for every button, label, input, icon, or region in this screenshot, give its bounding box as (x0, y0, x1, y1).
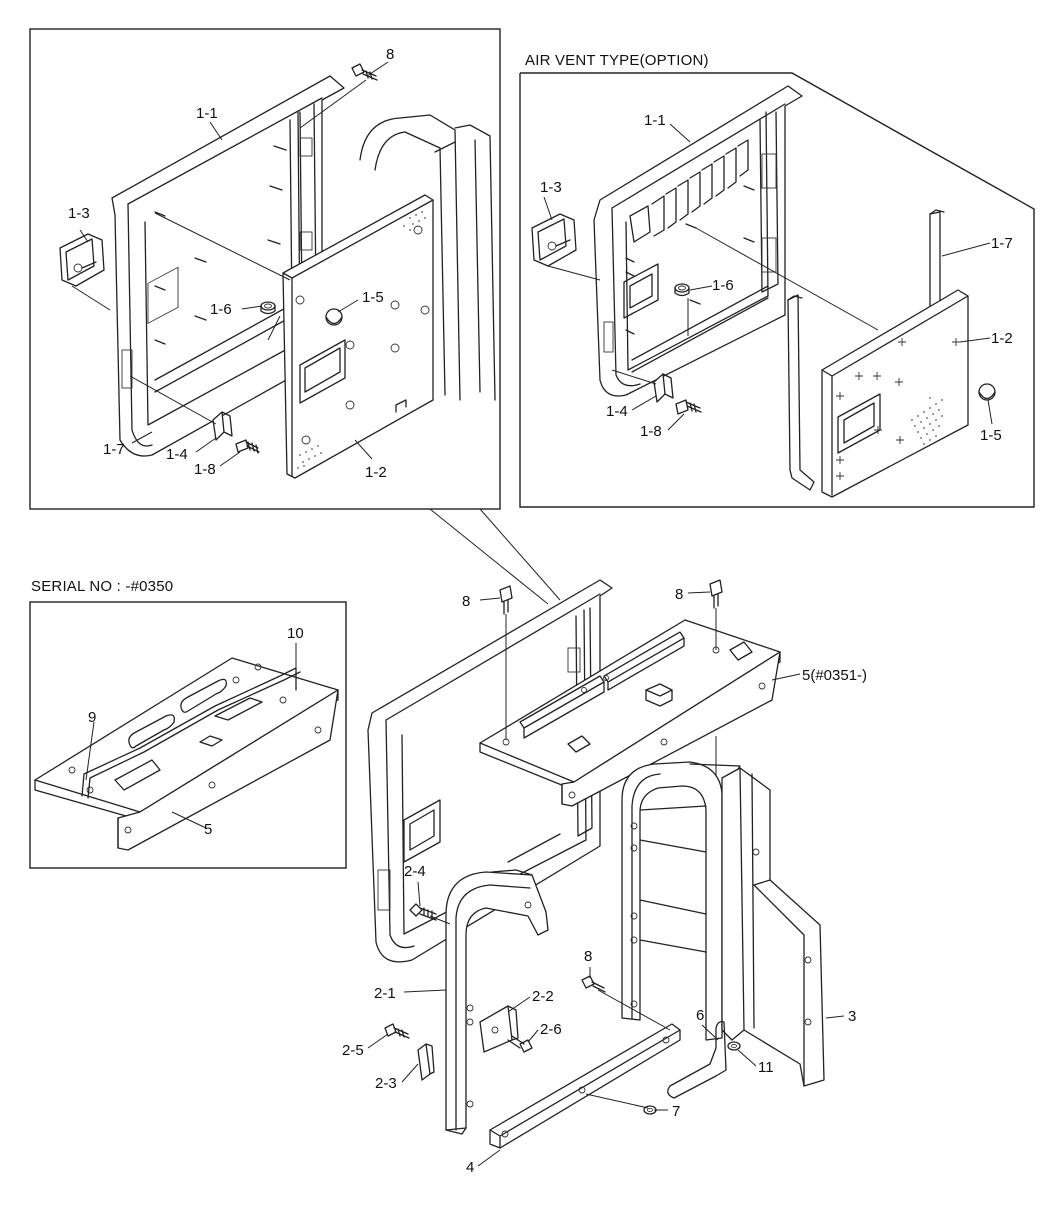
label-1-7-air-vent: 1-7 (991, 235, 1013, 252)
bracket-part-2-2 (479, 1005, 519, 1053)
callout-line (479, 508, 561, 601)
label-1-4-air-vent: 1-4 (606, 403, 628, 420)
clip-part-1-4 (212, 411, 233, 441)
screw-part-2-6 (507, 1035, 533, 1053)
bar-part-4 (489, 1023, 681, 1149)
label-9-serial: 9 (88, 709, 96, 726)
label-1-3: 1-3 (68, 205, 90, 222)
screw-part-2-5 (384, 1023, 410, 1039)
knob-part-1-5 (325, 308, 343, 326)
label-5-serial: 5 (204, 821, 212, 838)
label-1-6: 1-6 (210, 301, 232, 318)
label-1-4: 1-4 (166, 446, 188, 463)
label-1-3-air-vent: 1-3 (540, 179, 562, 196)
cover-part-1-2 (282, 194, 434, 479)
label-2-4: 2-4 (404, 863, 426, 880)
label-1-2-air-vent: 1-2 (991, 330, 1013, 347)
leaders-top-left (71, 61, 389, 467)
grommet-part-11 (727, 1041, 741, 1051)
bracket-part-1-3 (59, 233, 105, 287)
label-2-6: 2-6 (540, 1021, 562, 1038)
label-6: 6 (696, 1007, 704, 1024)
label-2-2: 2-2 (532, 988, 554, 1005)
label-11: 11 (758, 1059, 774, 1076)
air-vent-slots (629, 139, 749, 243)
label-1-6-air-vent: 1-6 (712, 277, 734, 294)
studs-1-1 (154, 145, 287, 345)
label-8-main-right: 8 (675, 586, 683, 603)
label-2-3: 2-3 (375, 1075, 397, 1092)
knob-part-1-5-air-vent (978, 383, 996, 401)
label-1-7: 1-7 (103, 441, 125, 458)
label-1-1: 1-1 (196, 105, 218, 122)
label-1-1-air-vent: 1-1 (644, 112, 666, 129)
air-vent-caption: AIR VENT TYPE(OPTION) (525, 52, 709, 69)
detail-box-standard (29, 28, 501, 510)
label-10-serial: 10 (287, 625, 304, 642)
callout-line (429, 508, 549, 605)
detail-box-air-vent (519, 72, 1035, 508)
rear-stay-assembly (621, 761, 741, 1041)
screw-part-8-top-left (351, 63, 378, 81)
rod-part-6 (667, 1020, 727, 1099)
plate-part-5-main (479, 619, 781, 807)
cover-part-1-2-air-vent (821, 289, 969, 498)
label-1-8: 1-8 (194, 461, 216, 478)
studs-air-vent (625, 185, 755, 335)
label-7: 7 (672, 1103, 680, 1120)
screw-part-1-8-air-vent (675, 399, 702, 415)
label-1-2: 1-2 (365, 464, 387, 481)
label-4: 4 (466, 1159, 474, 1176)
stay-part-2-1 (445, 869, 549, 1135)
plate-part-2-3 (417, 1043, 435, 1081)
label-5-0351: 5(#0351-) (802, 667, 867, 684)
screw-part-1-8 (235, 439, 260, 454)
background-frame (359, 114, 496, 401)
label-3: 3 (848, 1008, 856, 1025)
leaders-main (367, 591, 845, 1167)
leaders-serial (85, 643, 297, 829)
label-8: 8 (386, 46, 394, 63)
label-8-main-left: 8 (462, 593, 470, 610)
label-1-8-air-vent: 1-8 (640, 423, 662, 440)
serial-caption: SERIAL NO : -#0350 (31, 578, 174, 595)
clip-part-1-4-air-vent (653, 373, 674, 403)
grommet-part-1-6-air-vent (674, 283, 690, 297)
frame-part-1-1-air-vent (593, 85, 803, 397)
detail-box-serial (29, 601, 347, 869)
leaders-top-right (543, 123, 993, 431)
label-1-5: 1-5 (362, 289, 384, 306)
label-8-main-lower: 8 (584, 948, 592, 965)
bracket-part-1-3-air-vent (531, 213, 577, 267)
plate-part-5-serial (34, 657, 339, 851)
screws-part-8-main (499, 579, 723, 993)
label-2-5: 2-5 (342, 1042, 364, 1059)
label-2-1: 2-1 (374, 985, 396, 1002)
stay-part-3 (721, 767, 825, 1087)
label-1-5-air-vent: 1-5 (980, 427, 1002, 444)
